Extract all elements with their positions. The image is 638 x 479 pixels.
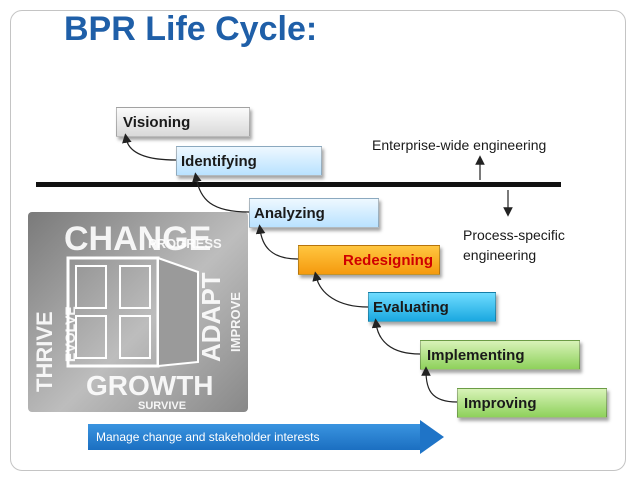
process-specific-label-line2: engineering [463, 247, 537, 263]
stakeholder-banner-text: Manage change and stakeholder interests [96, 430, 320, 444]
stage-analyzing: Analyzing [249, 198, 379, 228]
stage-implementing: Implementing [420, 340, 580, 370]
arrow-redesigning-to-analyzing [255, 224, 299, 260]
arrow-identifying-to-visioning [122, 133, 177, 161]
enterprise-wide-label: Enterprise-wide engineering [372, 137, 547, 153]
stage-evaluating: Evaluating [368, 292, 496, 322]
word-cloud-image: CHANGE PROGRESS GROWTH ADAPT IMPROVE SUR… [28, 212, 248, 412]
cloud-word-progress: PROGRESS [148, 236, 222, 251]
stage-visioning: Visioning [116, 107, 250, 137]
arrow-improving-to-implementing [421, 366, 458, 403]
cloud-word-survive: SURVIVE [138, 400, 187, 412]
stakeholder-banner-arrow [88, 424, 420, 450]
cloud-word-growth: GROWTH [86, 370, 214, 401]
arrow-analyzing-to-identifying [192, 172, 250, 213]
stage-identifying: Identifying [176, 146, 322, 176]
process-specific-label-line1: Process-specific [463, 227, 565, 243]
door-illustration [66, 256, 199, 368]
slide-frame [10, 10, 626, 471]
cloud-word-change: CHANGE [64, 220, 212, 258]
stage-redesigning: Redesigning [298, 245, 440, 275]
arrow-implementing-to-evaluating [371, 318, 421, 355]
arrow-evaluating-to-redesigning [312, 271, 369, 308]
engineering-divider-line [36, 182, 561, 187]
slide-title: BPR Life Cycle: [64, 10, 318, 48]
stage-improving: Improving [457, 388, 607, 418]
stakeholder-banner-arrowhead [420, 420, 444, 454]
